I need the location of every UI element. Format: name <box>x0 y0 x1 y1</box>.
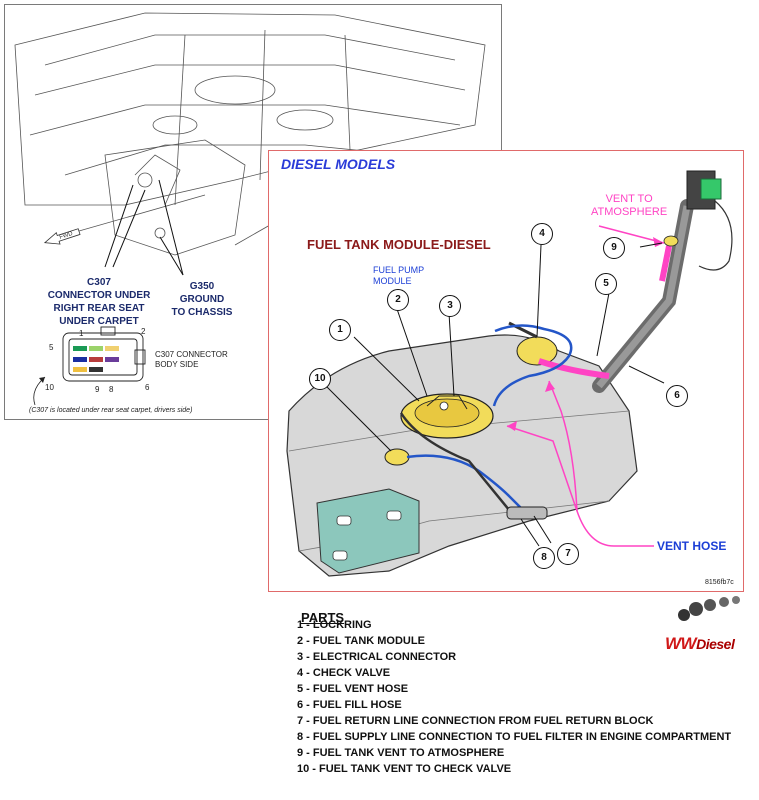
callout-9: 9 <box>603 237 625 259</box>
connector-view-label: C307 CONNECTOR BODY SIDE <box>155 350 228 369</box>
list-item: 7 - FUEL RETURN LINE CONNECTION FROM FUE… <box>297 715 654 727</box>
figure-id: 8156fb7c <box>705 579 734 586</box>
fuel-tank-drawing <box>286 170 733 577</box>
vent-hose-label: VENT HOSE <box>657 539 727 553</box>
list-item: 9 - FUEL TANK VENT TO ATMOSPHERE <box>297 747 505 759</box>
wwdiesel-logo: WWDiesel <box>665 634 735 654</box>
list-item: 2 - FUEL TANK MODULE <box>297 635 425 647</box>
list-item: 6 - FUEL FILL HOSE <box>297 699 402 711</box>
c307-connector-label: C307 CONNECTOR UNDER RIGHT REAR SEAT UND… <box>47 277 151 327</box>
vent-to-atmosphere-label: VENT TO ATMOSPHERE <box>591 193 668 218</box>
connector-location-note: (C307 is located under rear seat carpet,… <box>29 407 193 414</box>
pin-label: 6 <box>145 383 150 392</box>
list-item: 4 - CHECK VALVE <box>297 667 391 679</box>
list-item: 10 - FUEL TANK VENT TO CHECK VALVE <box>297 763 512 775</box>
parts-list: 1 - LOCKRING 2 - FUEL TANK MODULE 3 - EL… <box>297 617 731 777</box>
callout-1: 1 <box>329 319 351 341</box>
callout-3: 3 <box>439 295 461 317</box>
list-item: 5 - FUEL VENT HOSE <box>297 683 409 695</box>
callout-2: 2 <box>387 289 409 311</box>
smoke-logo-icon <box>678 596 740 621</box>
g350-ground-label: G350 GROUND TO CHASSIS <box>171 281 233 318</box>
chassis-drawing: FWD <box>14 12 486 406</box>
fuel-tank-module-heading: FUEL TANK MODULE-DIESEL <box>307 237 491 252</box>
pin-label: 9 <box>95 385 100 394</box>
callout-4: 4 <box>531 223 553 245</box>
callout-8: 8 <box>533 547 555 569</box>
list-item: 3 - ELECTRICAL CONNECTOR <box>297 651 457 663</box>
pin-label: 1 <box>79 329 84 338</box>
callout-5: 5 <box>595 273 617 295</box>
diesel-models-heading: DIESEL MODELS <box>281 156 396 172</box>
fuel-tank-panel: DIESEL MODELS FUEL TANK MODULE-DIESEL FU… <box>268 150 744 592</box>
pin-label: 5 <box>49 343 54 352</box>
list-item: 8 - FUEL SUPPLY LINE CONNECTION TO FUEL … <box>297 731 732 743</box>
callout-7: 7 <box>557 543 579 565</box>
list-item: 1 - LOCKRING <box>297 619 372 631</box>
logo-sub-text: Diesel <box>696 636 735 652</box>
parts-title: PARTS <box>301 610 345 625</box>
callout-6: 6 <box>666 385 688 407</box>
pin-label: 10 <box>45 383 54 392</box>
pin-label: 2 <box>141 327 146 336</box>
pin-label: 8 <box>109 385 114 394</box>
fwd-arrow-label: FWD <box>59 231 74 241</box>
fuel-pump-module-label: FUEL PUMP MODULE <box>373 265 425 286</box>
logo-main-text: WW <box>665 634 697 653</box>
callout-10: 10 <box>309 368 331 390</box>
